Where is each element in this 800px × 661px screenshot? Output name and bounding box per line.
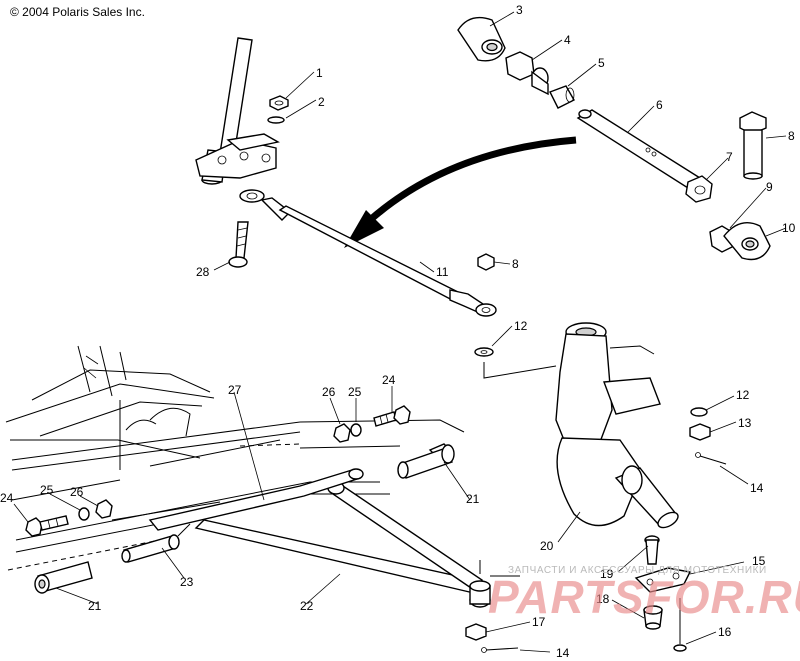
pivot-bushing-21-bottom — [34, 561, 93, 594]
bushing-5 — [549, 85, 575, 109]
callout-11: 11 — [436, 265, 449, 279]
tie-rod-end-10 — [723, 222, 771, 261]
washer-25-upper — [350, 423, 362, 437]
washer-25-lower — [78, 507, 90, 521]
steering-post — [195, 37, 280, 185]
callout-9: 9 — [766, 180, 773, 194]
callout-2: 2 — [318, 95, 325, 109]
callout-5: 5 — [598, 56, 605, 70]
cotter-pin-14-right — [695, 452, 727, 465]
nut-26-lower — [95, 499, 113, 519]
callout-7: 7 — [726, 150, 733, 164]
jam-nut-4 — [505, 51, 549, 96]
washer-12-upper — [474, 347, 494, 357]
bolt-16 — [673, 598, 687, 652]
bolt-8-upper — [739, 111, 767, 180]
bracket-15 — [634, 567, 692, 593]
callout-19: 19 — [600, 567, 614, 581]
nut-26-upper — [333, 423, 351, 443]
callout-12-upper: 12 — [514, 319, 528, 333]
washer-2 — [267, 116, 285, 124]
nut-7 — [685, 175, 713, 203]
watermark-caption: ЗАПЧАСТИ И АКСЕССУАРЫ ДЛЯ МОТОТЕХНИКИ — [508, 565, 767, 576]
callout-20: 20 — [540, 539, 554, 553]
callout-16: 16 — [718, 625, 732, 639]
tie-rod-end-3 — [457, 16, 506, 62]
callout-21-upper: 21 — [466, 492, 480, 506]
callout-13: 13 — [738, 416, 752, 430]
washer-12-right — [690, 407, 708, 417]
callout-25-lower: 25 — [40, 483, 54, 497]
nut-1 — [269, 95, 289, 111]
callout-labels: 1 2 3 4 5 6 7 8 9 10 11 8 28 12 12 13 14… — [0, 3, 796, 660]
callout-10: 10 — [782, 221, 796, 235]
spindle-20 — [555, 322, 679, 529]
callout-8-upper: 8 — [788, 129, 795, 143]
castle-nut-13 — [689, 423, 711, 441]
a-arm-22 — [148, 443, 486, 595]
bushing-23 — [121, 534, 180, 563]
callout-21-lower: 21 — [88, 599, 102, 613]
callout-25-upper: 25 — [348, 385, 362, 399]
bolt-24-lower — [25, 515, 69, 537]
callout-24-upper: 24 — [382, 373, 396, 387]
callout-24-lower: 24 — [0, 491, 14, 505]
tie-rod-assembly-11 — [239, 189, 497, 317]
ball-joint-18 — [469, 560, 520, 608]
leader-lines — [13, 11, 787, 653]
assembly-arrow — [344, 136, 577, 248]
bolt-19 — [644, 535, 660, 565]
nut-17 — [465, 623, 487, 641]
callout-8-lower: 8 — [512, 257, 519, 271]
bolt-24-upper — [373, 405, 411, 427]
watermark-logo: PARTSFOR.RU — [488, 571, 800, 623]
callout-14-right: 14 — [750, 481, 764, 495]
callout-26-upper: 26 — [322, 385, 336, 399]
callout-22: 22 — [300, 599, 314, 613]
pivot-bushing-21-top — [397, 444, 455, 479]
callout-3: 3 — [516, 3, 523, 17]
callout-28: 28 — [196, 265, 210, 279]
bolt-28 — [228, 221, 249, 268]
callout-12-right: 12 — [736, 388, 750, 402]
tie-rod-tube-6 — [576, 109, 702, 189]
callout-6: 6 — [656, 98, 663, 112]
callout-15: 15 — [752, 554, 766, 568]
ball-joint-18-lower — [643, 605, 663, 630]
callout-26-lower: 26 — [70, 485, 84, 499]
callout-4: 4 — [564, 33, 571, 47]
callout-18: 18 — [596, 592, 610, 606]
callout-1: 1 — [316, 66, 323, 80]
nut-8-lower — [477, 253, 495, 271]
cotter-pin-14-bottom — [481, 647, 519, 653]
callout-27: 27 — [228, 383, 242, 397]
frame — [5, 345, 465, 571]
callout-17: 17 — [532, 615, 546, 629]
callout-23: 23 — [180, 575, 194, 589]
copyright-notice: © 2004 Polaris Sales Inc. — [10, 5, 145, 19]
callout-14-bottom: 14 — [556, 646, 570, 660]
